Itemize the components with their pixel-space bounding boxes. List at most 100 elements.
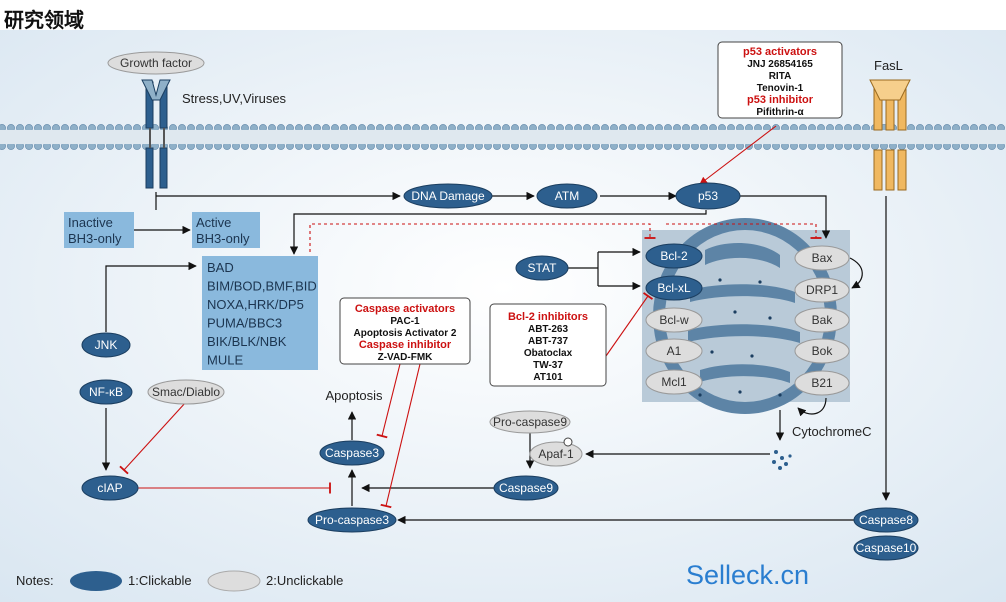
cytochrome-c-label: CytochromeC — [792, 424, 871, 439]
bclw-shape — [645, 307, 703, 333]
node-procaspase3[interactable]: Pro-caspase3 — [307, 507, 397, 533]
legend-unclickable-label: 2:Unclickable — [266, 573, 343, 588]
node-caspase9[interactable]: Caspase9 — [493, 475, 559, 501]
bh3-list-item: BIM/BOD,BMF,BID — [207, 279, 317, 294]
fas-receptor — [869, 79, 911, 191]
stress-label: Stress,UV,Viruses — [182, 91, 287, 106]
drug-label[interactable]: Apoptosis Activator 2 — [354, 328, 457, 339]
drug-label[interactable]: Z-VAD-FMK — [378, 352, 434, 363]
fasl-label: FasL — [874, 58, 903, 73]
drug-label[interactable]: Pifithrin-α — [756, 107, 804, 118]
smac-shape — [147, 379, 225, 405]
mcl1-label: Mcl1 — [661, 375, 687, 389]
drug-label: Caspase inhibitor — [359, 339, 452, 351]
drug-label[interactable]: ABT-737 — [528, 336, 568, 347]
node-smac: Smac/Diablo — [147, 379, 225, 405]
node-caspase8[interactable]: Caspase8 — [853, 507, 919, 533]
node-p53[interactable]: p53 — [675, 182, 741, 210]
nfkb-label: NF-κB — [89, 385, 123, 399]
bh3-list-item: MULE — [207, 353, 243, 368]
bcl2-shape — [645, 243, 703, 269]
bax-shape — [794, 245, 850, 271]
caspase3-shape — [319, 440, 385, 466]
node-nfkb[interactable]: NF-κB — [79, 379, 133, 405]
procaspase9-label: Pro-caspase9 — [493, 415, 567, 429]
caspase9-shape — [493, 475, 559, 501]
legend-unclickable-swatch — [207, 570, 261, 592]
caspase10-shape — [853, 535, 919, 561]
caspase9-label: Caspase9 — [499, 481, 553, 495]
stat-shape — [515, 255, 569, 281]
procaspase3-shape — [307, 507, 397, 533]
node-atm[interactable]: ATM — [536, 183, 598, 209]
cytochrome-c-dots — [772, 450, 792, 470]
drug-label[interactable]: Tenovin-1 — [757, 83, 804, 94]
drug-label[interactable]: TW-37 — [533, 360, 563, 371]
bh3-list-box[interactable] — [202, 256, 318, 370]
bclxl-shape — [645, 275, 703, 301]
b21-label: B21 — [811, 376, 833, 390]
drug-label: Bcl-2 inhibitors — [508, 311, 588, 323]
node-bclw: Bcl-w — [645, 307, 703, 333]
node-jnk[interactable]: JNK — [81, 332, 131, 358]
jnk-shape — [81, 332, 131, 358]
caspase3-label: Caspase3 — [325, 446, 379, 460]
bcl2-drug-list: Bcl-2 inhibitorsABT-263ABT-737ObatoclaxT… — [508, 311, 588, 383]
drug-label[interactable]: RITA — [769, 71, 792, 82]
jnk-label: JNK — [95, 338, 118, 352]
node-stat[interactable]: STAT — [515, 255, 569, 281]
node-apaf1: Apaf-1 — [529, 441, 583, 467]
pathway-connectors — [101, 191, 891, 525]
drug-label: Caspase activators — [355, 303, 455, 315]
caspase8-label: Caspase8 — [859, 513, 913, 527]
node-caspase3[interactable]: Caspase3 — [319, 440, 385, 466]
growth-factor-receptor — [141, 79, 171, 189]
drug-label[interactable]: AT101 — [533, 372, 563, 383]
drug-label: p53 inhibitor — [747, 94, 814, 106]
node-bok: Bok — [794, 338, 850, 364]
drug-label[interactable]: PAC-1 — [390, 316, 420, 327]
node-bax: Bax — [794, 245, 850, 271]
stat-label: STAT — [528, 261, 558, 275]
ciap-label: cIAP — [97, 481, 122, 495]
node-dna_damage[interactable]: DNA Damage — [403, 183, 493, 209]
node-bclxl[interactable]: Bcl-xL — [645, 275, 703, 301]
apaf1-label: Apaf-1 — [538, 447, 574, 461]
node-bak: Bak — [794, 307, 850, 333]
a1-label: A1 — [667, 344, 682, 358]
drug-label: p53 activators — [743, 46, 817, 58]
nfkb-shape — [79, 379, 133, 405]
node-mcl1: Mcl1 — [645, 369, 703, 395]
inhibition-connectors — [119, 125, 822, 509]
drug-label[interactable]: JNJ 26854165 — [747, 59, 813, 70]
page-title: 研究领域 — [4, 8, 84, 32]
a1-shape — [645, 338, 703, 364]
procaspase9-shape — [489, 410, 571, 434]
bh3-list-item: BAD — [207, 260, 234, 275]
node-caspase10[interactable]: Caspase10 — [853, 535, 919, 561]
drp1-label: DRP1 — [806, 283, 838, 297]
drug-label[interactable]: ABT-263 — [528, 324, 568, 335]
atm-label: ATM — [555, 189, 579, 203]
bax-label: Bax — [812, 251, 833, 265]
inactive-bh3-line2: BH3-only — [68, 231, 122, 246]
legend-clickable-swatch — [70, 571, 122, 591]
drug-label[interactable]: Obatoclax — [524, 348, 573, 359]
caspase-drug-box — [339, 297, 471, 365]
notes-label: Notes: — [16, 573, 54, 588]
node-b21: B21 — [794, 370, 850, 396]
caspase10-label: Caspase10 — [856, 541, 917, 555]
bok-shape — [794, 338, 850, 364]
b21-shape — [794, 370, 850, 396]
p53-label: p53 — [698, 189, 718, 203]
bclxl-label: Bcl-xL — [657, 281, 691, 295]
inactive-bh3-box — [64, 212, 134, 248]
apaf1-shape — [529, 441, 583, 467]
node-bcl2[interactable]: Bcl-2 — [645, 243, 703, 269]
bclw-label: Bcl-w — [659, 313, 689, 327]
node-a1: A1 — [645, 338, 703, 364]
node-ciap[interactable]: cIAP — [81, 475, 139, 501]
